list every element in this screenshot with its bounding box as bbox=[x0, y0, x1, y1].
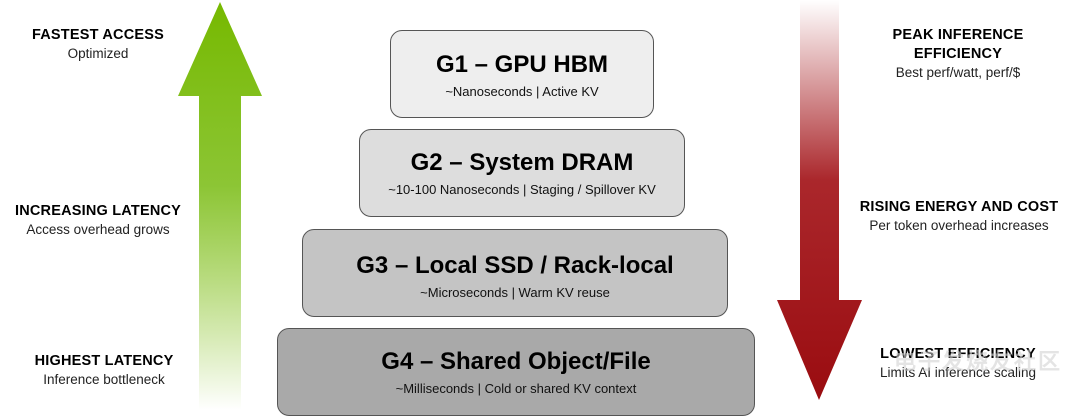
label-title: LOWEST EFFICIENCY bbox=[880, 346, 1036, 362]
tier-subtitle: ~Milliseconds | Cold or shared KV contex… bbox=[395, 381, 637, 396]
label-fastest-access: FASTEST ACCESS Optimized bbox=[8, 26, 188, 63]
label-peak-inference-efficiency: PEAK INFERENCE EFFICIENCY Best perf/watt… bbox=[864, 26, 1052, 82]
label-title: PEAK INFERENCE EFFICIENCY bbox=[892, 27, 1024, 62]
label-lowest-efficiency: LOWEST EFFICIENCY Limits AI inference sc… bbox=[860, 345, 1056, 382]
label-subtitle: Per token overhead increases bbox=[869, 218, 1049, 233]
label-title: HIGHEST LATENCY bbox=[34, 353, 174, 369]
tier-subtitle: ~Nanoseconds | Active KV bbox=[445, 84, 599, 99]
tier-title: G4 – Shared Object/File bbox=[381, 348, 651, 375]
tier-subtitle: ~Microseconds | Warm KV reuse bbox=[420, 285, 610, 300]
label-subtitle: Optimized bbox=[67, 46, 129, 61]
tier-g4: G4 – Shared Object/File ~Milliseconds | … bbox=[277, 328, 755, 416]
tier-subtitle: ~10-100 Nanoseconds | Staging / Spillove… bbox=[388, 182, 656, 197]
label-highest-latency: HIGHEST LATENCY Inference bottleneck bbox=[14, 352, 194, 389]
label-title: FASTEST ACCESS bbox=[32, 27, 164, 43]
label-rising-energy-and-cost: RISING ENERGY AND COST Per token overhea… bbox=[848, 198, 1070, 235]
tier-g1: G1 – GPU HBM ~Nanoseconds | Active KV bbox=[390, 30, 654, 118]
label-subtitle: Best perf/watt, perf/$ bbox=[895, 65, 1021, 80]
tier-title: G3 – Local SSD / Rack-local bbox=[356, 252, 674, 279]
label-subtitle: Inference bottleneck bbox=[43, 372, 165, 387]
label-subtitle: Limits AI inference scaling bbox=[879, 365, 1037, 380]
tier-g3: G3 – Local SSD / Rack-local ~Microsecond… bbox=[302, 229, 728, 317]
tier-g2: G2 – System DRAM ~10-100 Nanoseconds | S… bbox=[359, 129, 685, 217]
tier-title: G1 – GPU HBM bbox=[435, 51, 609, 78]
label-title: INCREASING LATENCY bbox=[14, 203, 182, 219]
label-subtitle: Access overhead grows bbox=[26, 222, 170, 237]
tier-title: G2 – System DRAM bbox=[410, 149, 634, 176]
label-increasing-latency: INCREASING LATENCY Access overhead grows bbox=[0, 202, 196, 239]
label-title: RISING ENERGY AND COST bbox=[859, 199, 1059, 215]
arrow-down-icon bbox=[777, 0, 862, 400]
arrow-up-icon bbox=[178, 2, 262, 410]
watermark: 电子发烧友社区 bbox=[893, 349, 1062, 374]
